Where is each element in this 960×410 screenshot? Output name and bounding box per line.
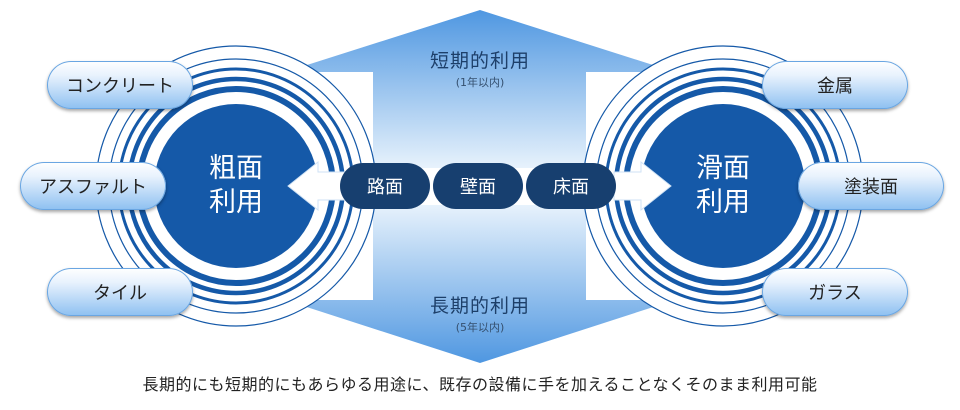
long-term-label: 長期的利用 [429,295,530,317]
material-concrete: コンクリート [47,61,193,109]
surface-wall: 壁面 [433,163,523,209]
right-circle-line2: 利用 [696,187,750,218]
left-circle-line2: 利用 [209,187,263,218]
long-term-title: 長期的利用 (5年以内) [400,291,560,335]
surface-floor: 床面 [526,163,616,209]
short-term-title: 短期的利用 (1年以内) [400,46,560,90]
material-asphalt: アスファルト [20,162,166,210]
short-term-sub: (1年以内) [455,76,505,89]
material-painted-surface: 塗装面 [798,162,944,210]
material-metal: 金属 [762,61,908,109]
right-circle-line1: 滑面 [696,153,750,184]
right-circle-label: 滑面 利用 [678,152,768,220]
caption: 長期的にも短期的にもあらゆる用途に、既存の設備に手を加えることなくそのまま利用可… [142,375,818,394]
material-glass: ガラス [762,268,908,316]
right-rings [582,45,864,327]
left-rings [95,45,377,327]
long-term-sub: (5年以内) [455,321,505,334]
left-circle-line1: 粗面 [209,153,263,184]
material-tile: タイル [47,268,193,316]
left-circle-label: 粗面 利用 [191,152,281,220]
short-term-label: 短期的利用 [429,50,530,72]
surface-road: 路面 [340,163,430,209]
short-term-arrow [285,10,675,168]
long-term-arrow [285,205,675,363]
